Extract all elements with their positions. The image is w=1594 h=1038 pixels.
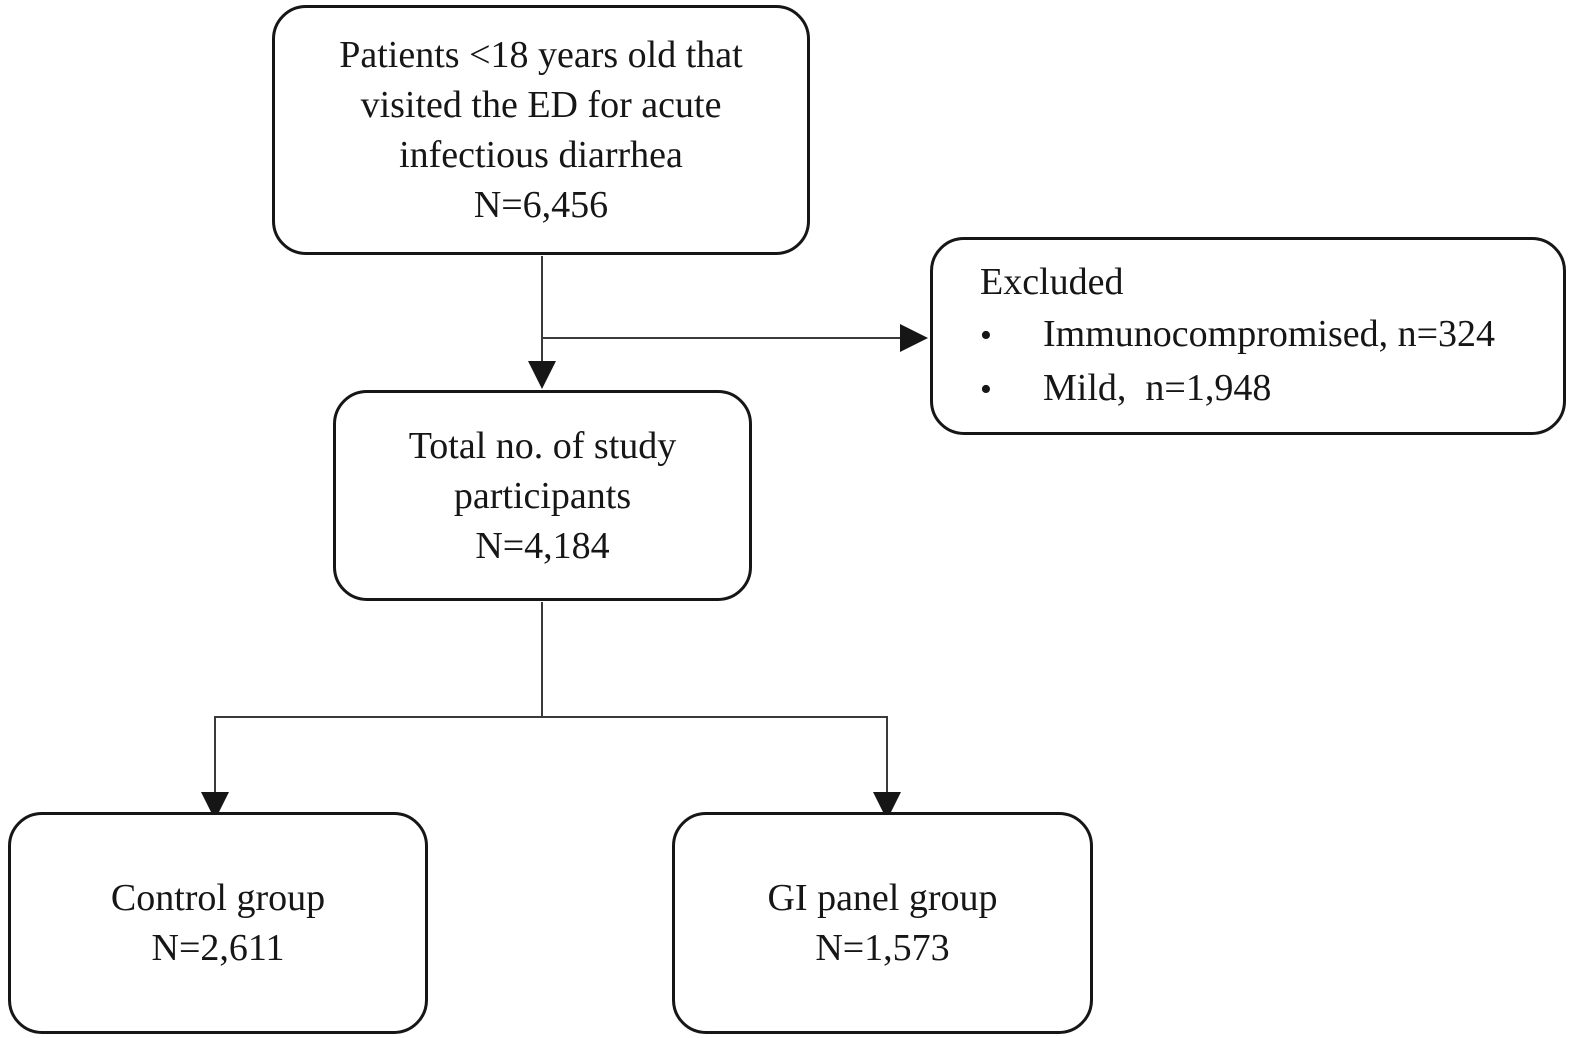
excluded-item-text: Mild, n=1,948 (1043, 367, 1272, 409)
bullet-icon: • (980, 317, 992, 354)
node-text-line: Patients <18 years old that (339, 34, 743, 76)
node-count: N=1,573 (815, 927, 950, 969)
node-control-group: Control group N=2,611 (8, 812, 428, 1034)
node-count: N=2,611 (151, 927, 285, 969)
node-count: N=4,184 (475, 524, 610, 567)
node-text-line: infectious diarrhea (399, 134, 683, 176)
node-eligible-patients: Patients <18 years old that visited the … (272, 5, 810, 255)
excluded-item-text: Immunocompromised, n=324 (1043, 313, 1496, 355)
arrowhead-total (528, 361, 556, 389)
excluded-item: • Immunocompromised, n=324 (980, 308, 1545, 362)
node-gi-panel-group: GI panel group N=1,573 (672, 812, 1093, 1034)
arrowhead-control (201, 792, 229, 820)
bullet-icon: • (980, 371, 992, 408)
node-text-line: participants (453, 474, 632, 517)
arrowhead-excluded (900, 324, 928, 352)
node-count: N=6,456 (473, 184, 609, 226)
node-text-line: GI panel group (767, 877, 998, 919)
arrowhead-gipanel (873, 792, 901, 820)
node-text-line: Control group (110, 877, 326, 919)
excluded-item: • Mild, n=1,948 (980, 362, 1545, 416)
node-text-line: visited the ED for acute (360, 84, 722, 126)
node-excluded: Excluded • Immunocompromised, n=324 • Mi… (930, 237, 1566, 435)
node-text-line: Total no. of study (408, 424, 677, 467)
node-total-participants: Total no. of study participants N=4,184 (333, 390, 752, 601)
excluded-title: Excluded (980, 261, 1124, 303)
